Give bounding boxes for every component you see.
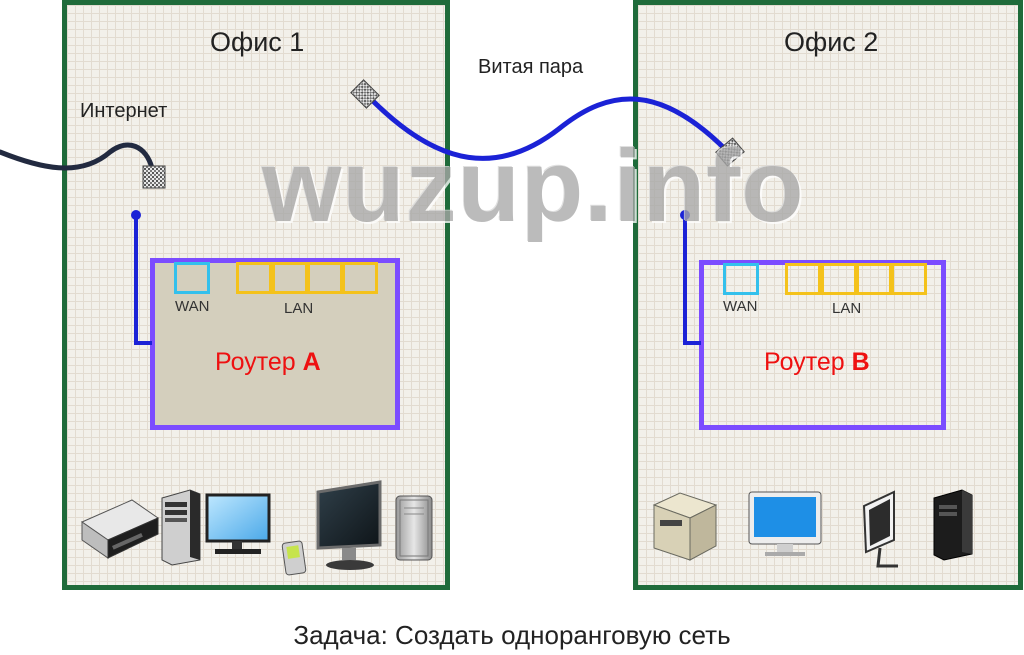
router-a-wan-label: WAN <box>175 298 210 315</box>
caption: Задача: Создать одноранговую сеть <box>293 620 731 650</box>
monitor-icon <box>205 493 271 554</box>
pc-tower-icon <box>161 489 201 566</box>
router-a-lan-port-3 <box>307 262 343 294</box>
internet-label: Интернет <box>80 100 168 122</box>
router-a-lan-port-1 <box>236 262 272 294</box>
black-tower-icon <box>933 489 973 561</box>
router-a-lan-label: LAN <box>284 300 314 317</box>
label-printer-icon <box>652 492 718 561</box>
router-a <box>150 258 400 430</box>
mac-pro-icon <box>395 495 433 561</box>
router-a-label: Роутер A <box>215 348 321 377</box>
twisted-pair-label: Витая пара <box>478 56 584 78</box>
printer-icon <box>80 499 160 559</box>
router-b-wan-port <box>723 263 759 295</box>
twisted-pair-cable <box>365 93 729 161</box>
router-b <box>699 260 946 430</box>
large-monitor-icon <box>316 480 382 570</box>
office-1-title: Офис 1 <box>210 27 305 57</box>
router-b-lan-port-1 <box>785 263 821 295</box>
router-a-letter: A <box>302 348 321 376</box>
twisted-pair-connector-right <box>715 137 745 167</box>
router-b-lan-label: LAN <box>832 300 862 317</box>
router-b-letter: B <box>851 348 870 376</box>
pda-icon <box>281 540 307 576</box>
router-a-lan-port-2 <box>272 262 308 294</box>
office-2-title: Офис 2 <box>784 27 879 57</box>
router-b-lan-port-4 <box>891 263 927 295</box>
internet-rj45-connector <box>142 165 166 189</box>
twisted-pair-connector-left <box>350 79 380 109</box>
watermark: wuzup.info <box>262 129 805 243</box>
router-b-wan-label: WAN <box>723 298 758 315</box>
router-b-lan-port-3 <box>856 263 892 295</box>
imac-icon <box>748 491 822 556</box>
tablet-on-stand-icon <box>862 490 898 568</box>
router-b-name: Роутер <box>764 348 852 376</box>
office-1-wan-link <box>131 210 152 345</box>
router-b-label: Роутер B <box>764 348 870 377</box>
router-a-wan-port <box>174 262 210 294</box>
router-a-lan-port-4 <box>342 262 378 294</box>
router-b-lan-port-2 <box>821 263 857 295</box>
internet-cable <box>0 142 155 171</box>
office-2-wan-link <box>680 210 701 345</box>
router-a-name: Роутер <box>215 348 303 376</box>
